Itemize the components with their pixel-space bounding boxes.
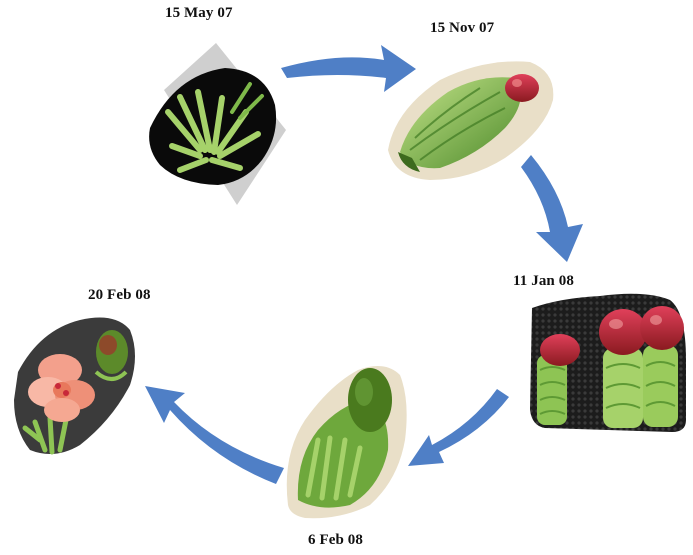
arrow-4-to-5 <box>145 386 284 484</box>
bud-right <box>599 306 684 428</box>
plant-photo-stage-1 <box>149 43 286 205</box>
plant-photo-stage-3 <box>530 294 686 432</box>
plant-photo-stage-5 <box>14 318 135 454</box>
arrow-2-to-3 <box>521 155 583 262</box>
arrow-1-to-2 <box>281 45 416 92</box>
arrow-3-to-4 <box>408 389 509 466</box>
plant-photo-stage-4 <box>287 366 407 518</box>
